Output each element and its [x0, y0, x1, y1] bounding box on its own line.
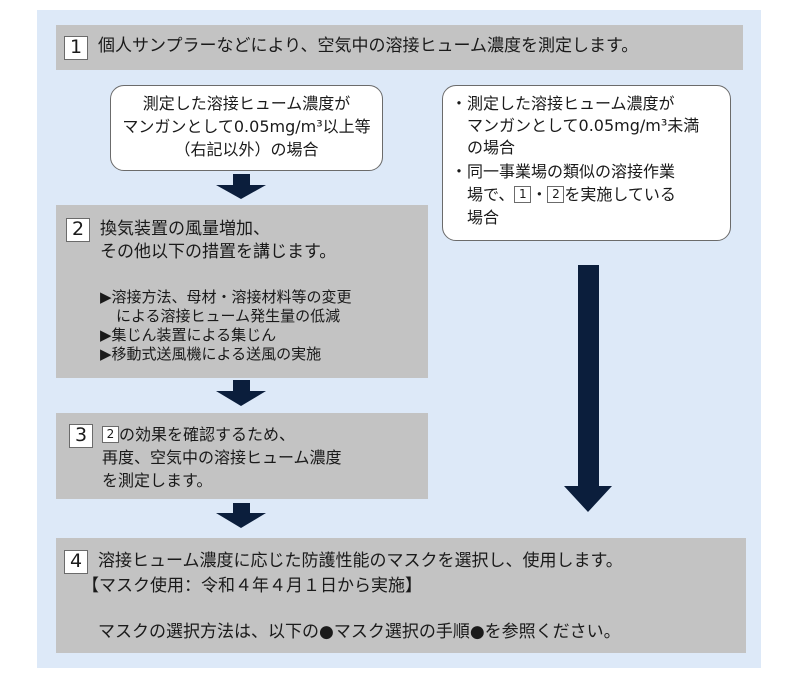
step2-item1-line1: ▶溶接方法、母材・溶接材料等の変更	[100, 288, 352, 306]
arrow-long-right	[564, 265, 612, 512]
condition-left-line2: マンガンとして0.05mg/m³以上等	[122, 117, 371, 136]
step2-number: 2	[66, 218, 90, 242]
condition-right-bullet2-line3: 場合	[467, 208, 500, 227]
bullet2-ref1: 1	[514, 186, 532, 203]
condition-left-box	[110, 85, 383, 171]
step3-line1-text: の効果を確認するため、	[119, 425, 296, 444]
step4-line2: 【マスク使用：令和４年４月１日から実施】	[82, 576, 422, 596]
step2-item1-line2: による溶接ヒューム発生量の低減	[116, 307, 341, 325]
condition-right-bullet2-line1: ・同一事業場の類似の溶接作業	[451, 162, 676, 181]
condition-right-bullet1-line2: マンガンとして0.05mg/m³未満	[467, 116, 700, 135]
step4-line1: 溶接ヒューム濃度に応じた防護性能のマスクを選択し、使用します。	[98, 551, 623, 571]
step2-item3: ▶移動式送風機による送風の実施	[100, 345, 322, 363]
bullet2-prefix: 場で、	[467, 185, 515, 204]
step4-box	[56, 538, 746, 653]
condition-right-bullet1-line1: ・測定した溶接ヒューム濃度が	[451, 94, 675, 113]
arrow-down-1	[216, 174, 266, 199]
step3-ref: 2	[102, 426, 119, 443]
bullet2-sep: ・	[531, 185, 548, 204]
condition-right-box	[442, 85, 731, 241]
condition-right-bullet1-line3: の場合	[467, 138, 516, 157]
condition-left-line1: 測定した溶接ヒューム濃度が	[142, 94, 351, 113]
arrow-down-2	[216, 380, 266, 406]
step1-text: 個人サンプラーなどにより、空気中の溶接ヒューム濃度を測定します。	[98, 36, 639, 56]
step3-line2: 再度、空気中の溶接ヒューム濃度	[102, 448, 342, 467]
arrow-down-3	[216, 503, 266, 528]
step4-number: 4	[64, 550, 88, 574]
step3-number: 3	[69, 424, 93, 448]
step4-line3: マスクの選択方法は、以下の●マスク選択の手順●を参照ください。	[98, 622, 621, 642]
bullet2-suffix: を実施している	[564, 185, 676, 204]
step1-number: 1	[64, 36, 88, 60]
step2-item2: ▶集じん装置による集じん	[100, 326, 277, 344]
step3-line3: を測定します。	[102, 471, 213, 490]
step2-line1: 換気装置の風量増加、	[100, 219, 270, 239]
step1-box	[56, 25, 743, 70]
bullet2-ref2: 2	[547, 186, 565, 203]
step2-line2: その他以下の措置を講じます。	[100, 242, 337, 262]
step2-box	[56, 205, 428, 378]
condition-left-line3: （右記以外）の場合	[174, 140, 319, 159]
